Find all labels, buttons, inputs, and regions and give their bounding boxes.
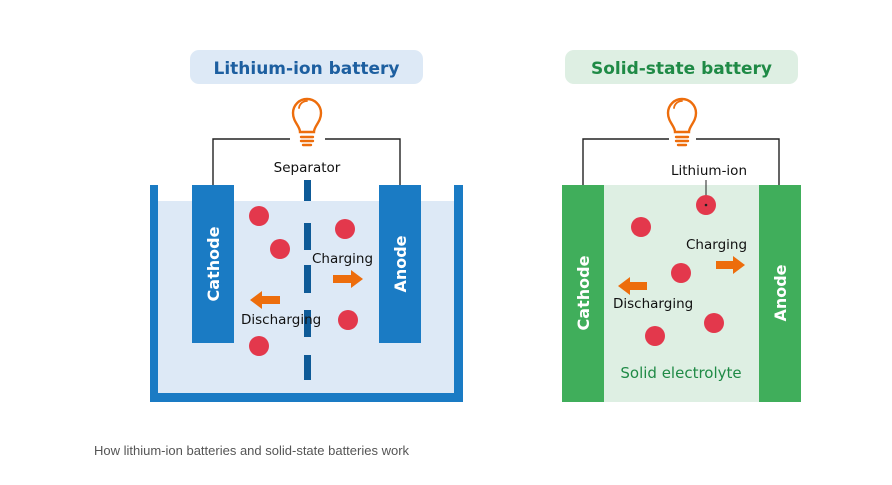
solid-state-panel: Solid-state battery Cathode Anode Lithiu… — [562, 50, 801, 402]
ss-ion — [645, 326, 665, 346]
li-ion — [335, 219, 355, 239]
lithium-ion-panel: Lithium-ion battery Separator Cathode An… — [150, 50, 463, 402]
li-title: Lithium-ion battery — [213, 59, 399, 79]
li-ion — [270, 239, 290, 259]
li-separator-label: Separator — [274, 160, 341, 176]
li-ion — [249, 336, 269, 356]
light-bulb-icon — [666, 97, 698, 147]
ss-charging-label: Charging — [686, 237, 747, 253]
ss-anode-label: Anode — [771, 264, 790, 321]
ss-ion — [671, 263, 691, 283]
li-title-pill — [190, 50, 423, 84]
li-discharging-label: Discharging — [241, 312, 321, 328]
ss-ion — [631, 217, 651, 237]
ss-discharging-label: Discharging — [613, 296, 693, 312]
li-cathode-label: Cathode — [204, 226, 223, 301]
ss-lithium-ion-label: Lithium-ion — [671, 163, 747, 179]
arrow-left-icon — [250, 291, 280, 309]
li-ion — [249, 206, 269, 226]
li-anode — [379, 185, 421, 343]
ss-ion-leader-dot — [704, 203, 708, 207]
ss-cathode — [562, 185, 604, 402]
arrow-left-icon — [618, 277, 647, 295]
li-charging-label: Charging — [312, 251, 373, 267]
figure-caption: How lithium-ion batteries and solid-stat… — [94, 443, 410, 458]
ss-wire — [582, 138, 780, 185]
li-ion — [338, 310, 358, 330]
ss-cathode-label: Cathode — [574, 255, 593, 330]
li-wire — [212, 138, 401, 185]
li-anode-label: Anode — [391, 235, 410, 292]
arrow-right-icon — [333, 270, 363, 288]
ss-title: Solid-state battery — [591, 59, 772, 79]
ss-anode — [759, 185, 801, 402]
ss-title-pill — [565, 50, 798, 84]
light-bulb-icon — [291, 97, 323, 147]
ss-electrolyte-label: Solid electrolyte — [620, 364, 741, 382]
li-separator — [304, 180, 311, 380]
arrow-right-icon — [716, 256, 745, 274]
li-cathode — [192, 185, 234, 343]
ss-ion — [704, 313, 724, 333]
